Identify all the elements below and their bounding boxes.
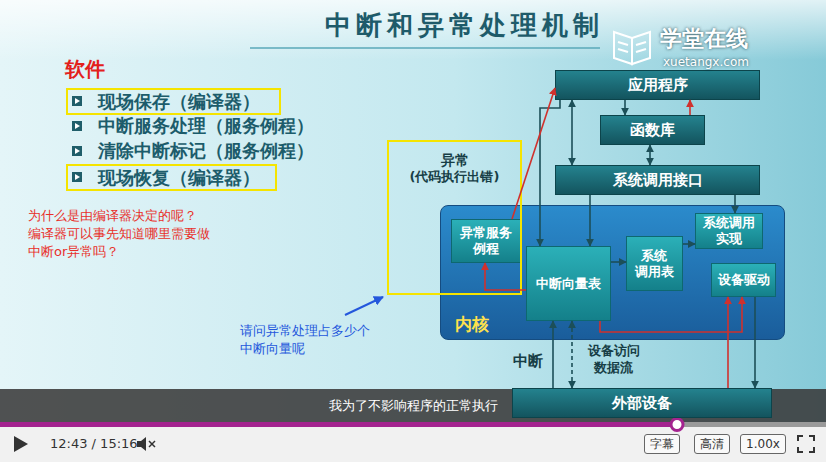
label-holder: 中断or异常吗？ — [28, 243, 119, 261]
label-holder: 清除中断标记（服务例程） — [98, 140, 314, 162]
connector-arrow — [540, 100, 560, 246]
slide-ground — [0, 0, 826, 426]
node-text: 函数库 — [630, 121, 675, 139]
progress-fill — [0, 422, 677, 427]
node-text: 异常 — [441, 152, 469, 169]
annotation-question: 请问异常处理占多少个 — [240, 322, 370, 340]
process-box: 函数库 — [600, 115, 705, 145]
label-holder: 软件 — [65, 57, 105, 81]
kernel-box: 异常服务 例程 — [451, 219, 521, 263]
title-band — [0, 0, 826, 60]
list-item: 清除中断标记（服务例程） — [98, 140, 314, 162]
edge-label: 设备访问 数据流 — [580, 342, 648, 376]
play-icon — [14, 436, 28, 452]
process-box: 系统调用接口 — [555, 165, 760, 195]
watermark: 学堂在线 — [660, 26, 748, 52]
node-text: 现场恢复（编译器） — [98, 167, 260, 189]
node-text: 系统 调用表 — [633, 248, 676, 279]
watermark: xuetangx.com — [663, 55, 749, 69]
connector-arrow — [571, 321, 573, 388]
node-text: (代码执行出错) — [410, 169, 500, 185]
node-text: 系统调用接口 — [613, 171, 703, 189]
node-text: 高清 — [700, 437, 724, 451]
fullscreen-icon — [798, 436, 814, 452]
control-bar — [0, 427, 826, 462]
player-button: 高清 — [694, 434, 730, 454]
label-holder: 中断和异常处理机制 — [325, 10, 604, 41]
connector-arrow — [485, 263, 526, 290]
player-button: 字幕 — [644, 434, 680, 454]
subtitle-band — [0, 389, 826, 422]
section-heading: 软件 — [65, 57, 105, 81]
node-text: 字幕 — [650, 437, 674, 451]
node-text: 内核 — [455, 314, 489, 334]
time-display: 12:43 / 15:16 — [50, 436, 138, 452]
highlight-box: 现场恢复（编译器） — [66, 164, 277, 191]
label-holder: 中断 — [513, 352, 543, 370]
progress-knob — [671, 419, 683, 431]
kernel-box: 系统调用 实现 — [695, 213, 763, 249]
node-text: 中断向量表 — [536, 276, 601, 292]
label-holder: 请问异常处理占多少个 — [240, 322, 370, 340]
annotation-question: 中断向量呢 — [240, 340, 305, 358]
label-holder: 为什么是由编译器决定的呢？ — [28, 207, 197, 225]
connector-arrow — [512, 88, 555, 219]
label-holder: 设备访问 数据流 — [580, 342, 648, 376]
connector-arrow — [649, 145, 651, 165]
connector-arrow — [734, 195, 736, 213]
title-rule — [250, 47, 600, 49]
label-holder: 中断向量呢 — [240, 340, 305, 358]
process-box: 应用程序 — [555, 70, 760, 100]
label-holder: xuetangx.com — [663, 55, 749, 69]
connector-arrow — [689, 100, 691, 115]
annotation-note: 编译器可以事先知道哪里需要做 — [28, 225, 210, 243]
node-text: 系统调用 实现 — [701, 215, 757, 246]
node-text: 1.00x — [746, 437, 780, 451]
node-text: 设备驱动 — [718, 272, 770, 288]
volume-icon — [137, 437, 155, 451]
slide-title: 中断和异常处理机制 — [325, 10, 604, 41]
edge-label: 中断 — [513, 352, 543, 370]
connector-arrow — [727, 297, 729, 388]
connector-arrow — [754, 297, 756, 388]
player-button: 1.00x — [740, 434, 786, 454]
logo-icon — [614, 32, 650, 64]
kernel-region: 内核 异常服务 例程中断向量表 系统 调用表系统调用 实现设备驱动 — [440, 205, 785, 340]
annotation-note: 为什么是由编译器决定的呢？ — [28, 207, 197, 225]
label-holder: 编译器可以事先知道哪里需要做 — [28, 225, 210, 243]
kernel-box: 设备驱动 — [711, 263, 776, 297]
connector-arrow — [624, 100, 626, 115]
connector-arrow — [683, 243, 695, 245]
label-holder: 我为了不影响程序的正常执行 — [0, 398, 826, 414]
list-item: 中断服务处理（服务例程） — [98, 115, 314, 137]
kernel-box: 系统 调用表 — [626, 236, 683, 291]
kernel-box: 中断向量表 — [526, 246, 611, 321]
node-text: 现场保存（编译器） — [98, 91, 260, 113]
highlight-region: 异常(代码执行出错) — [387, 140, 522, 295]
label-holder: 学堂在线 — [660, 26, 748, 52]
connector-arrow — [589, 195, 591, 246]
progress-track — [0, 422, 826, 427]
annotation-note: 中断or异常吗？ — [28, 243, 119, 261]
highlight-box: 现场保存（编译器） — [66, 88, 281, 115]
pointer-arrow — [345, 297, 383, 315]
device-box: 外部设备 — [512, 388, 772, 418]
connector-arrow — [611, 261, 626, 263]
node-text: 异常服务 例程 — [458, 225, 514, 256]
node-text: 应用程序 — [628, 76, 688, 94]
connector-arrow — [552, 321, 554, 388]
connector-arrow — [600, 297, 742, 332]
label-holder: 12:43 / 15:16 — [50, 436, 138, 452]
bullet-icons — [72, 96, 82, 182]
subtitle-text: 我为了不影响程序的正常执行 — [0, 398, 826, 414]
node-text: 外部设备 — [612, 394, 672, 412]
label-holder: 中断服务处理（服务例程） — [98, 115, 314, 137]
connector-arrow — [571, 100, 573, 165]
